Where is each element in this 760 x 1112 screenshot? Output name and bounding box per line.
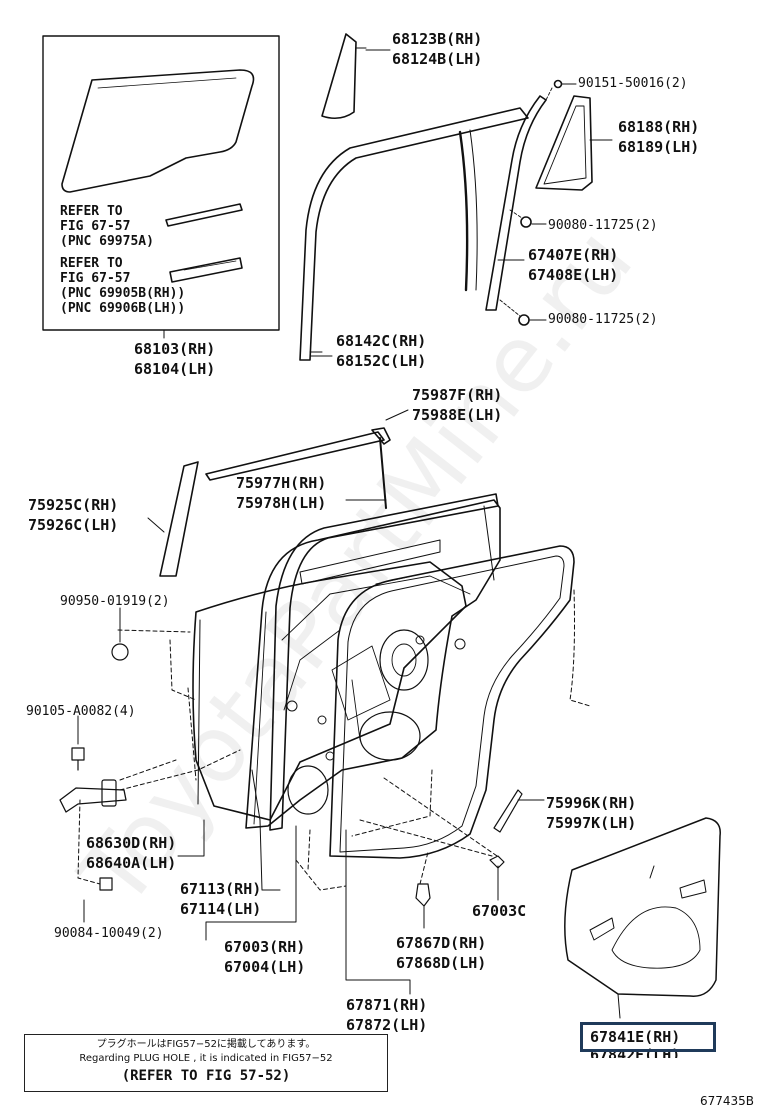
label-90151-50016[interactable]: 90151-50016(2) (578, 76, 688, 91)
bolt-90105 (71, 747, 85, 771)
label-75996k-rh[interactable]: 75996K(RH) (546, 794, 637, 812)
label-68142c-rh[interactable]: 68142C(RH) (336, 332, 427, 350)
label-67003-rh[interactable]: 67003(RH) (224, 938, 306, 956)
corner-piece-68123 (321, 33, 357, 120)
label-68640a-lh[interactable]: 68640A(LH) (86, 854, 177, 872)
label-68123b-rh[interactable]: 68123B(RH) (392, 30, 483, 48)
belt-molding-75987 (205, 431, 385, 481)
label-67841e-rh[interactable]: 67841E(RH) (590, 1028, 681, 1046)
label-90084-10049[interactable]: 90084-10049(2) (54, 926, 164, 941)
clip-67003c (489, 855, 505, 869)
door-glass (61, 69, 255, 193)
note-refer-link[interactable]: (REFER TO FIG 57-52) (121, 1068, 291, 1084)
label-67004-lh[interactable]: 67004(LH) (224, 958, 306, 976)
label-75978h-lh[interactable]: 75978H(LH) (236, 494, 327, 512)
plug-hole-note: プラグホールはFIG57−52に掲載してあります。 Regarding PLUG… (24, 1034, 388, 1092)
service-hole-cover-67841 (564, 817, 721, 997)
refer-1-line3: (PNC 69975A) (60, 234, 154, 249)
label-67867d-rh[interactable]: 67867D(RH) (396, 934, 487, 952)
label-90950-01919[interactable]: 90950-01919(2) (60, 594, 170, 609)
label-75988e-lh[interactable]: 75988E(LH) (412, 406, 503, 424)
glass-inset-box (42, 35, 280, 331)
label-67408e-lh[interactable]: 67408E(LH) (528, 266, 619, 284)
quarter-glass-68188 (535, 95, 593, 191)
glass-run-strip-upper (165, 203, 243, 227)
refer-2-line2[interactable]: FIG 67-57 (60, 271, 131, 286)
label-75925c-rh[interactable]: 75925C(RH) (28, 496, 119, 514)
label-90080-11725-b[interactable]: 90080-11725(2) (548, 312, 658, 327)
highlight-box-67841e (580, 1022, 716, 1052)
label-67871-rh[interactable]: 67871(RH) (346, 996, 428, 1014)
refer-2-line4: (PNC 69906B(LH)) (60, 301, 186, 316)
label-90080-11725-a[interactable]: 90080-11725(2) (548, 218, 658, 233)
label-67113-rh[interactable]: 67113(RH) (180, 880, 262, 898)
refer-2-line1: REFER TO (60, 256, 123, 271)
door-check-68630 (59, 787, 127, 813)
label-67003c[interactable]: 67003C (472, 902, 527, 920)
note-line-jp: プラグホールはFIG57−52に掲載してあります。 (96, 1039, 316, 1050)
label-67872-lh[interactable]: 67872(LH) (346, 1016, 428, 1034)
refer-1-line2[interactable]: FIG 67-57 (60, 219, 131, 234)
door-inner-panel (245, 499, 501, 829)
label-90105-a0082[interactable]: 90105-A0082(4) (26, 704, 136, 719)
grommet-90950 (111, 643, 129, 661)
label-75926c-lh[interactable]: 75926C(LH) (28, 516, 119, 534)
window-frame-68142 (299, 107, 529, 361)
glass-run-strip-lower (169, 257, 243, 283)
label-67407e-rh[interactable]: 67407E(RH) (528, 246, 619, 264)
refer-1-line1: REFER TO (60, 204, 123, 219)
label-67114-lh[interactable]: 67114(LH) (180, 900, 262, 918)
refer-2-line3: (PNC 69905B(RH)) (60, 286, 186, 301)
molding-75996 (493, 789, 523, 833)
pillar-molding-75925 (159, 461, 199, 577)
label-68124b-lh[interactable]: 68124B(LH) (392, 50, 483, 68)
label-67868d-lh[interactable]: 67868D(LH) (396, 954, 487, 972)
label-68103-rh[interactable]: 68103(RH) (134, 340, 216, 358)
label-68104-lh[interactable]: 68104(LH) (134, 360, 216, 378)
label-68189-lh[interactable]: 68189(LH) (618, 138, 700, 156)
label-75997k-lh[interactable]: 75997K(LH) (546, 814, 637, 832)
label-75977h-rh[interactable]: 75977H(RH) (236, 474, 327, 492)
door-frame-weatherstrip (269, 493, 499, 831)
label-68188-rh[interactable]: 68188(RH) (618, 118, 700, 136)
note-line-en: Regarding PLUG HOLE , it is indicated in… (79, 1053, 333, 1064)
bolt-90084 (99, 877, 113, 891)
label-75987f-rh[interactable]: 75987F(RH) (412, 386, 503, 404)
label-68152c-lh[interactable]: 68152C(LH) (336, 352, 427, 370)
label-68630d-rh[interactable]: 68630D(RH) (86, 834, 177, 852)
door-outer-panel (192, 561, 467, 821)
clip-67867 (415, 883, 431, 907)
figure-id: 677435B (699, 1094, 754, 1108)
weatherstrip-67871 (329, 545, 575, 859)
